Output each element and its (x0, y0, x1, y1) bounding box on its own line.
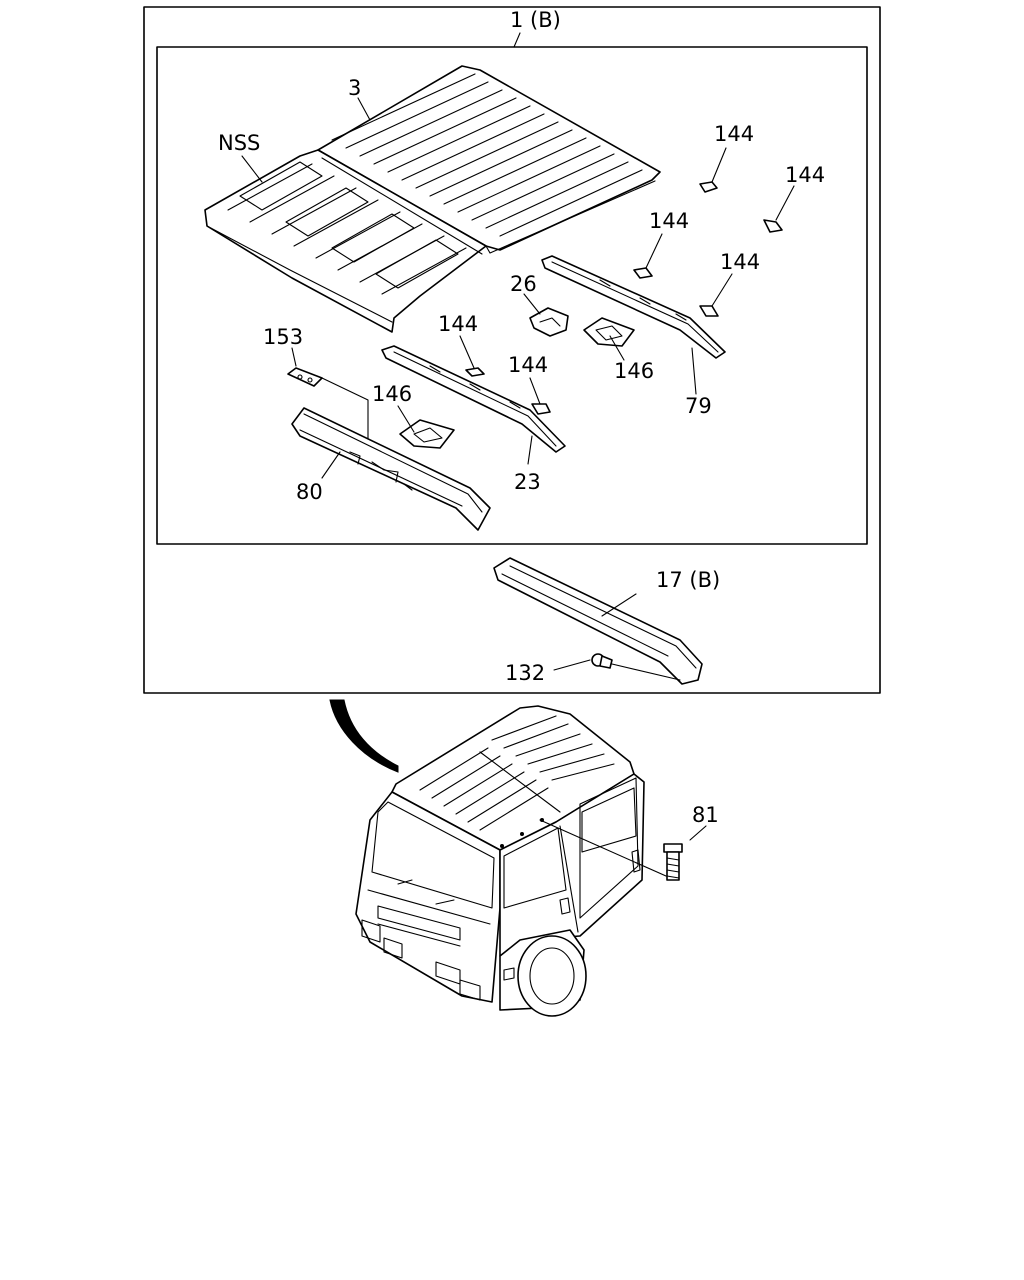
truck-cab (355, 705, 667, 1017)
clips (465, 181, 783, 415)
bracket-26 (529, 307, 569, 337)
bracket-146-right (583, 317, 635, 347)
label-rail-80: 80 (296, 480, 323, 504)
header-17 (493, 557, 703, 685)
label-screw-132: 132 (505, 661, 545, 685)
label-clip-b: 144 (785, 163, 825, 187)
label-rail-23: 23 (514, 470, 541, 494)
clip-2 (763, 219, 783, 233)
inner-frame (156, 46, 868, 545)
label-bolt-81: 81 (692, 803, 719, 827)
label-clip-f: 144 (508, 353, 548, 377)
clip-6 (531, 403, 551, 415)
roof-panel (204, 65, 661, 333)
label-bracket-26: 26 (510, 272, 537, 296)
clip-3 (633, 267, 653, 279)
rail-79 (541, 255, 726, 359)
clip-4 (699, 305, 719, 317)
clip-1 (699, 181, 718, 193)
rail-23 (381, 345, 566, 453)
rail-80 (291, 407, 491, 531)
pointer-arrow (329, 699, 399, 773)
outer-frame (143, 6, 881, 694)
leader-lines (241, 97, 795, 841)
label-clip-c: 144 (649, 209, 689, 233)
clip-5 (465, 367, 485, 377)
label-assembly: 1 (B) (510, 8, 561, 32)
label-bracket-146-left: 146 (372, 382, 412, 406)
label-nss: NSS (218, 131, 260, 155)
label-clip-a: 144 (714, 122, 754, 146)
label-rail-79: 79 (685, 394, 712, 418)
label-header-17: 17 (B) (656, 568, 720, 592)
bolt-81 (663, 843, 683, 881)
label-clip-e: 144 (438, 312, 478, 336)
label-bracket-146-right: 146 (614, 359, 654, 383)
label-clip-d: 144 (720, 250, 760, 274)
bracket-146-left (399, 419, 455, 449)
screw-132 (591, 653, 681, 681)
label-roof-panel: 3 (348, 76, 361, 100)
label-plate-153: 153 (263, 325, 303, 349)
